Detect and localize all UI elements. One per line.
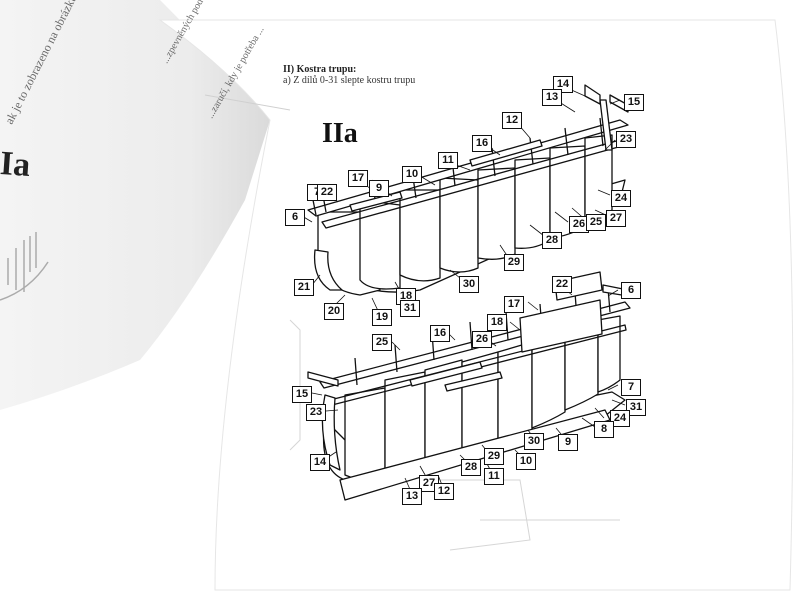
part-label: 26 [472,331,492,348]
part-label: 31 [400,300,420,317]
part-label: 14 [553,76,573,93]
part-label: 22 [317,184,337,201]
section-heading: II) Kostra trupu: [283,64,357,75]
part-label: 25 [586,214,606,231]
part-label: 15 [624,94,644,111]
part-label: 27 [606,210,626,227]
part-label: 29 [484,448,504,465]
part-label: 7 [621,379,641,396]
part-label: 22 [552,276,572,293]
part-label: 8 [594,421,614,438]
part-label: 23 [306,404,326,421]
part-label: 17 [348,170,368,187]
part-label: 14 [310,454,330,471]
part-label: 29 [504,254,524,271]
part-label: 28 [542,232,562,249]
part-label: 24 [611,190,631,207]
part-label: 16 [430,325,450,342]
part-label: 11 [484,468,504,485]
part-label: 10 [402,166,422,183]
part-label: 31 [626,399,646,416]
part-label: 16 [472,135,492,152]
part-label: 21 [294,279,314,296]
part-label: 10 [516,453,536,470]
part-label: 15 [292,386,312,403]
part-label: 30 [459,276,479,293]
section-instruction: a) Z dílů 0-31 slepte kostru trupu [283,75,416,86]
part-label: 6 [621,282,641,299]
page-title: IIa [322,118,358,149]
part-label: 24 [610,410,630,427]
part-label: 30 [524,433,544,450]
part-label: 25 [372,334,392,351]
part-label: 17 [504,296,524,313]
part-label: 6 [285,209,305,226]
part-label: 13 [402,488,422,505]
part-label: 18 [487,314,507,331]
part-label: 19 [372,309,392,326]
part-label: 9 [369,180,389,197]
part-label: 23 [616,131,636,148]
part-label: 12 [434,483,454,500]
part-label: 13 [542,89,562,106]
part-label: 11 [438,152,458,169]
left-curled-page [0,0,270,410]
part-label: 9 [558,434,578,451]
part-label: 28 [461,459,481,476]
right-page [158,19,794,591]
part-label: 20 [324,303,344,320]
part-label: 12 [502,112,522,129]
